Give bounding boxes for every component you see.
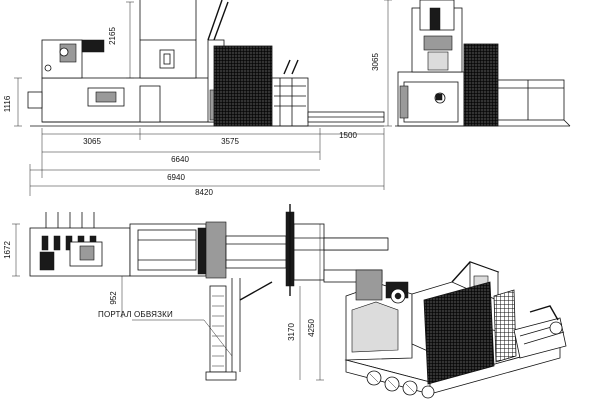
label-portal: ПОРТАЛ ОБВЯЗКИ <box>98 310 173 319</box>
dim-1116: 1116 <box>3 95 12 112</box>
dim-3170: 3170 <box>287 323 296 341</box>
dim-3065-end: 3065 <box>371 53 380 71</box>
dim-952: 952 <box>109 291 118 305</box>
dim-1672: 1672 <box>3 241 12 259</box>
dim-2165: 2165 <box>108 27 117 45</box>
end-view <box>395 0 571 127</box>
side-view <box>27 0 385 127</box>
dim-6940: 6940 <box>167 173 185 182</box>
dim-4250: 4250 <box>307 319 316 337</box>
dim-3065: 3065 <box>83 137 101 146</box>
dim-3575: 3575 <box>221 137 239 146</box>
isometric-view <box>344 261 567 399</box>
plan-view-dimensions: 1672 952 3170 4250 ПОРТАЛ ОБВЯЗКИ <box>3 223 324 381</box>
dim-1500: 1500 <box>339 131 357 140</box>
dim-6640: 6640 <box>171 155 189 164</box>
dim-8420: 8420 <box>195 188 213 197</box>
end-view-dimensions: 3065 <box>371 0 392 127</box>
plan-view <box>29 204 389 381</box>
side-view-dimensions: 2165 1116 3065 3575 1500 6640 6940 8420 <box>3 1 385 197</box>
